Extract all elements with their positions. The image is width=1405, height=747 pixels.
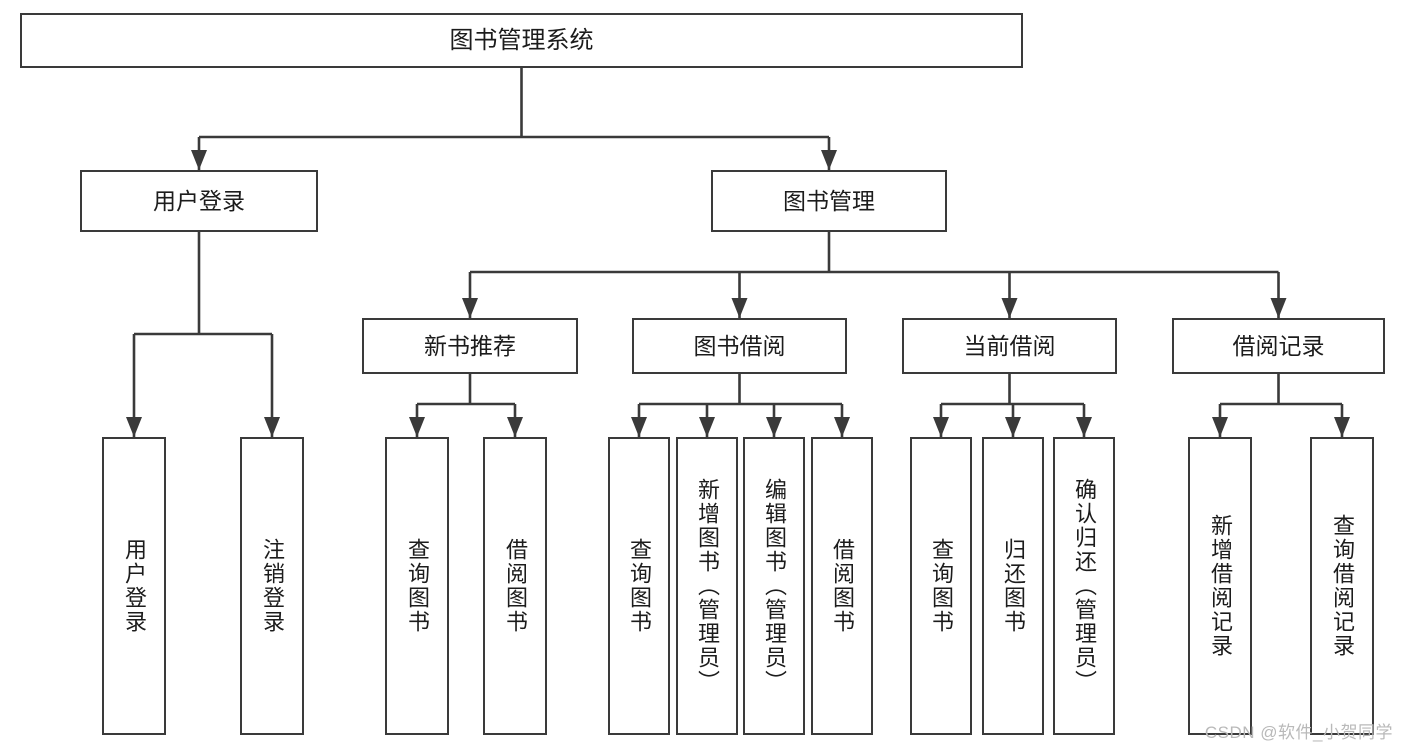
arrowhead-icon	[933, 417, 949, 437]
node-label: 图书管理系统	[449, 26, 594, 54]
node-label: 注销登录	[260, 538, 285, 634]
node-label: 编辑图书（管理员）	[762, 478, 787, 694]
node-label: 用户登录	[122, 538, 147, 634]
node-label: 当前借阅	[963, 332, 1056, 359]
arrowhead-icon	[821, 150, 837, 170]
arrowhead-icon	[507, 417, 523, 437]
node-label: 借阅记录	[1232, 332, 1325, 359]
node-leaf-borrow-query[interactable]: 查询图书	[608, 437, 670, 735]
node-label: 新书推荐	[424, 332, 516, 359]
node-label: 归还图书	[1001, 538, 1026, 634]
node-borrow-record[interactable]: 借阅记录	[1172, 318, 1385, 374]
node-label: 借阅图书	[830, 538, 855, 634]
node-label: 图书管理	[783, 187, 875, 214]
node-label: 用户登录	[153, 187, 245, 214]
node-label: 借阅图书	[503, 538, 528, 634]
node-leaf-rec-borrow[interactable]: 借阅图书	[483, 437, 547, 735]
node-leaf-return-book[interactable]: 归还图书	[982, 437, 1044, 735]
node-label: 查询借阅记录	[1330, 514, 1355, 658]
node-leaf-add-record[interactable]: 新增借阅记录	[1188, 437, 1252, 735]
node-leaf-confirm-return[interactable]: 确认归还（管理员）	[1053, 437, 1115, 735]
arrowhead-icon	[1270, 298, 1287, 318]
arrowhead-icon	[462, 298, 478, 318]
arrowhead-icon	[264, 417, 280, 437]
node-current-borrow[interactable]: 当前借阅	[902, 318, 1117, 374]
arrowhead-icon	[191, 150, 207, 170]
arrowhead-icon	[1212, 417, 1228, 437]
node-leaf-rec-query[interactable]: 查询图书	[385, 437, 449, 735]
node-label: 新增图书（管理员）	[695, 478, 720, 694]
arrowhead-icon	[409, 417, 425, 437]
arrowhead-icon	[126, 417, 142, 437]
node-leaf-logout[interactable]: 注销登录	[240, 437, 304, 735]
arrowhead-icon	[834, 417, 850, 437]
node-user-login[interactable]: 用户登录	[80, 170, 318, 232]
arrowhead-icon	[731, 298, 748, 318]
arrowhead-icon	[1001, 298, 1018, 318]
arrowhead-icon	[1076, 417, 1092, 437]
node-leaf-query-record[interactable]: 查询借阅记录	[1310, 437, 1374, 735]
arrowhead-icon	[1005, 417, 1021, 437]
node-book-manage[interactable]: 图书管理	[711, 170, 947, 232]
node-leaf-cur-query[interactable]: 查询图书	[910, 437, 972, 735]
node-leaf-add-book[interactable]: 新增图书（管理员）	[676, 437, 738, 735]
node-label: 确认归还（管理员）	[1072, 478, 1097, 694]
arrowhead-icon	[631, 417, 647, 437]
watermark: CSDN @软件_小贺同学	[1204, 723, 1393, 742]
node-leaf-user-login[interactable]: 用户登录	[102, 437, 166, 735]
node-label: 查询图书	[627, 538, 652, 634]
node-label: 图书借阅	[693, 332, 786, 359]
node-label: 查询图书	[405, 538, 430, 634]
arrowhead-icon	[766, 417, 782, 437]
arrowhead-icon	[699, 417, 715, 437]
node-book-borrow[interactable]: 图书借阅	[632, 318, 847, 374]
node-root[interactable]: 图书管理系统	[20, 13, 1023, 68]
node-label: 新增借阅记录	[1208, 514, 1233, 658]
node-leaf-borrow-book[interactable]: 借阅图书	[811, 437, 873, 735]
arrowhead-icon	[1334, 417, 1350, 437]
node-label: 查询图书	[929, 538, 954, 634]
node-leaf-edit-book[interactable]: 编辑图书（管理员）	[743, 437, 805, 735]
node-new-book-rec[interactable]: 新书推荐	[362, 318, 578, 374]
